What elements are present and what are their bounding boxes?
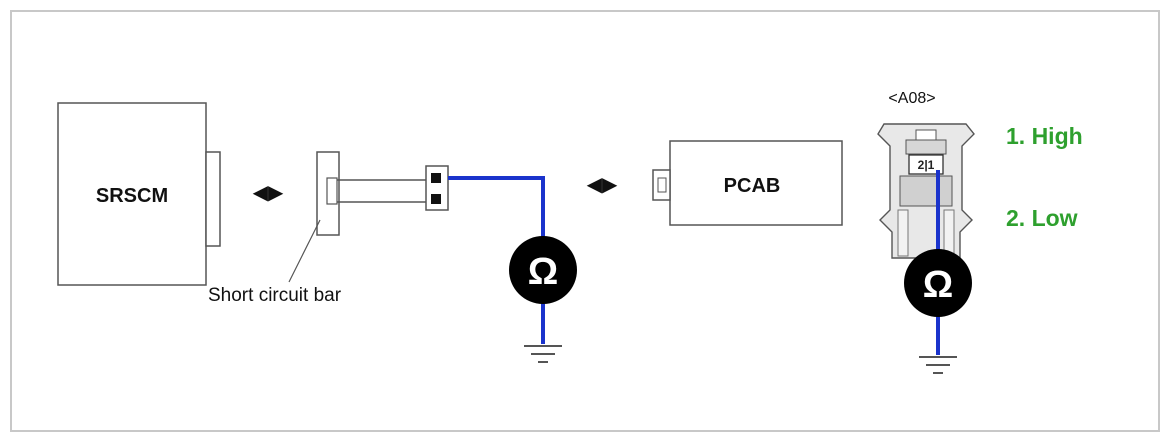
pin2-label: 2. Low (1006, 205, 1078, 231)
test-pin-bottom (431, 194, 441, 204)
ohm-icon: Ω (528, 251, 558, 293)
pin-numbers: 2|1 (918, 158, 935, 172)
label-pointer (288, 219, 321, 283)
pcab-module: PCAB (652, 140, 843, 226)
connector-latch (905, 139, 947, 155)
pcab-label: PCAB (724, 175, 781, 197)
srscm-box (57, 102, 207, 286)
ohmmeter-right (904, 249, 972, 317)
short-bar-label: Short circuit bar (208, 285, 342, 306)
srscm-module: SRSCM (57, 102, 221, 286)
connect-arrows-right: ◀▶ (587, 174, 618, 196)
left-meter-circuit: Ω (448, 176, 577, 363)
srscm-connector (205, 151, 221, 247)
connector-rib-left (897, 209, 909, 257)
right-meter-circuit: Ω (904, 170, 972, 374)
pin1-label: 1. High (1006, 123, 1083, 149)
pcab-connector-pin (657, 177, 667, 193)
connector-lower-housing (899, 175, 953, 207)
connector-top-tab (915, 129, 937, 141)
ohmmeter-left (509, 236, 577, 304)
a08-connector: <A08> 2|1 1. High 2. Low (877, 90, 1083, 259)
short-bar-tab (326, 177, 338, 205)
test-pin-top (431, 173, 441, 183)
pin-cavity (908, 154, 944, 175)
connect-arrows-left: ◀▶ (253, 182, 284, 204)
connector-label: <A08> (888, 90, 935, 107)
wire-to-meter-left (448, 176, 545, 240)
pcab-box (669, 140, 843, 226)
connector-rib-right (943, 209, 955, 257)
srscm-label: SRSCM (96, 185, 168, 207)
short-circuit-bar: Short circuit bar (208, 151, 449, 306)
ohm-icon: Ω (923, 264, 953, 306)
